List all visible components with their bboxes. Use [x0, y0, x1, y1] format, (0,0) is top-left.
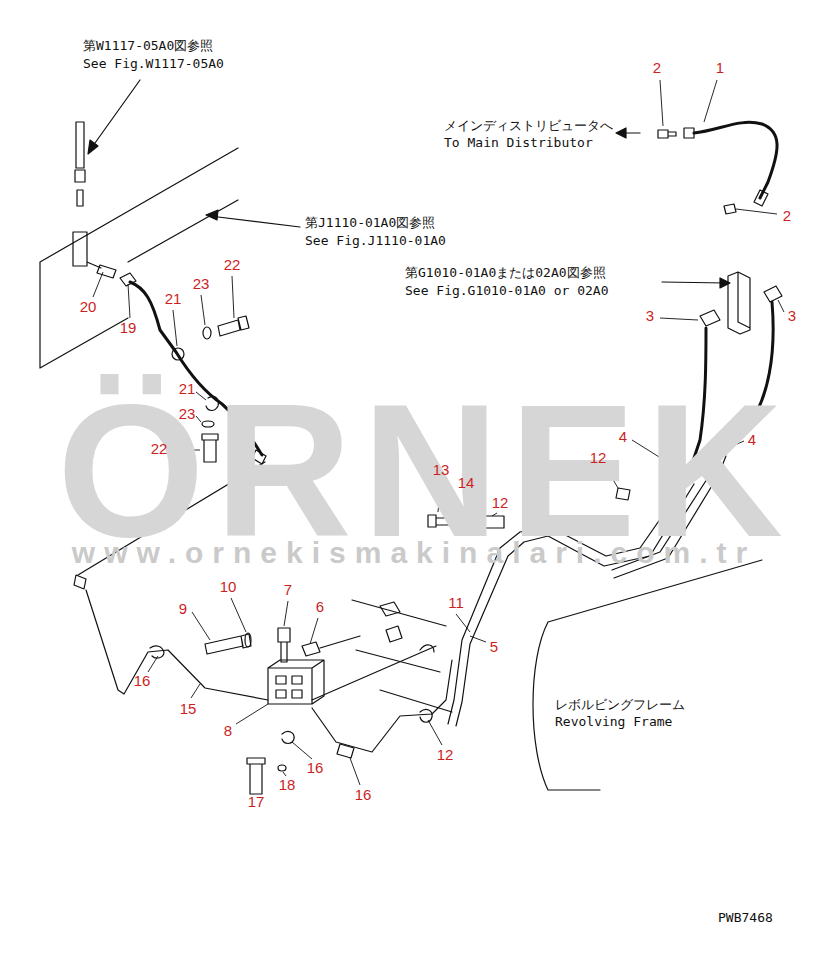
- callout-number: 16: [355, 786, 372, 803]
- callout-number: 17: [248, 793, 265, 810]
- reference-note: See Fig.G1010-01A0 or 02A0: [405, 284, 609, 299]
- reference-note: メインディストリビュータへ: [444, 119, 613, 134]
- callout-number: 2: [783, 207, 791, 224]
- callout-number: 7: [284, 581, 292, 598]
- callout-number: 13: [433, 461, 450, 478]
- reference-note: 第W1117-05A0図参照: [83, 39, 213, 54]
- callout-number: 12: [590, 449, 607, 466]
- callout-number: 2: [653, 59, 661, 76]
- callout-number: 20: [80, 298, 97, 315]
- reference-note: See Fig.J1110-01A0: [305, 234, 446, 249]
- callout-number: 6: [316, 598, 324, 615]
- callout-number: 14: [458, 474, 475, 491]
- callout-number: 16: [307, 759, 324, 776]
- callout-number: 22: [151, 440, 168, 457]
- reference-note: Revolving Frame: [555, 715, 672, 730]
- callout-number: 3: [788, 307, 796, 324]
- callout-number: 3: [646, 307, 654, 324]
- callout-number: 16: [134, 672, 151, 689]
- callout-number: 21: [165, 290, 182, 307]
- callout-number: 23: [193, 275, 210, 292]
- callout-number: 15: [180, 700, 197, 717]
- callout-number: 11: [448, 594, 464, 611]
- reference-note: See Fig.W1117-05A0: [83, 57, 224, 72]
- callout-number: 5: [490, 638, 498, 655]
- callout-number: 22: [224, 256, 241, 273]
- callout-number: 18: [279, 776, 296, 793]
- callout-number: 19: [120, 319, 137, 336]
- callout-number: 1: [716, 59, 724, 76]
- reference-note: To Main Distributor: [444, 136, 593, 151]
- callout-number: 4: [619, 428, 627, 445]
- watermark-url: www.ornekismakinalari.com.tr: [72, 536, 756, 571]
- drawing-number: PWB7468: [718, 911, 773, 926]
- callout-number: 12: [437, 746, 454, 763]
- callout-number: 9: [179, 600, 187, 617]
- callout-number: 10: [220, 578, 237, 595]
- reference-note: 第J1110-01A0図参照: [305, 216, 435, 231]
- reference-note: レボルビングフレーム: [555, 698, 685, 713]
- callout-number: 12: [492, 494, 509, 511]
- callout-number: 8: [224, 722, 232, 739]
- reference-note: 第G1010-01A0または02A0図参照: [405, 266, 606, 281]
- callout-number: 4: [748, 431, 756, 448]
